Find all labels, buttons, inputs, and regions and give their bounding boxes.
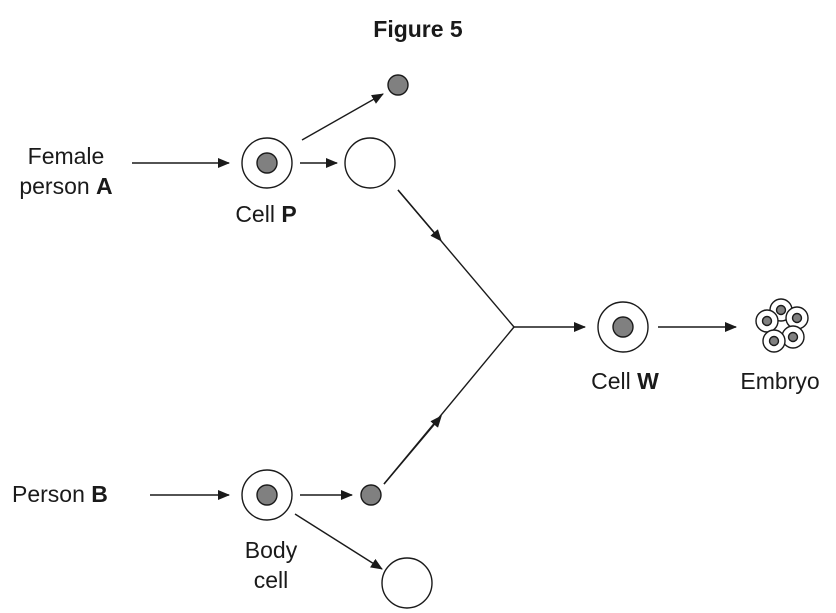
cell-p-nucleus xyxy=(256,152,278,174)
female-person-label-prefix: person xyxy=(19,173,96,199)
cell-w xyxy=(597,301,649,353)
cell-w-label: Cell W xyxy=(591,368,659,394)
arrow-body-cell-to-empty-cell xyxy=(294,513,383,570)
body-cell xyxy=(241,469,293,521)
person-b-label-prefix: Person xyxy=(12,481,91,507)
cell-w-label-prefix: Cell xyxy=(591,368,637,394)
body-cell-label-line2: cell xyxy=(254,567,289,593)
body-cell-nucleus xyxy=(256,484,278,506)
person-b-label: Person B xyxy=(12,481,108,507)
cell-w-nucleus xyxy=(612,316,634,338)
small-body-top xyxy=(387,74,409,96)
extracted-nucleus xyxy=(360,484,382,506)
embryo-label: Embryo xyxy=(740,368,819,394)
female-person-label-letter: A xyxy=(96,173,113,199)
cell-p-label-letter: P xyxy=(281,201,296,227)
person-b-label-letter: B xyxy=(91,481,108,507)
cell-p-label-prefix: Cell xyxy=(235,201,281,227)
arrow-cell-p-to-small-body xyxy=(301,93,384,141)
empty-cell-bottom xyxy=(381,557,433,609)
cell-w-label-letter: W xyxy=(637,368,659,394)
figure-title: Figure 5 xyxy=(373,16,463,42)
cell-p xyxy=(241,137,293,189)
cell-p-label: Cell P xyxy=(235,201,296,227)
embryo-icon xyxy=(755,298,809,353)
female-person-label-line2: person A xyxy=(19,173,112,199)
arrow-mark-egg-to-junction xyxy=(397,189,442,242)
egg-cell xyxy=(344,137,396,189)
body-cell-label-line1: Body xyxy=(245,537,298,563)
female-person-label-line1: Female xyxy=(28,143,105,169)
arrow-mark-nucleus-to-junction xyxy=(383,415,442,485)
